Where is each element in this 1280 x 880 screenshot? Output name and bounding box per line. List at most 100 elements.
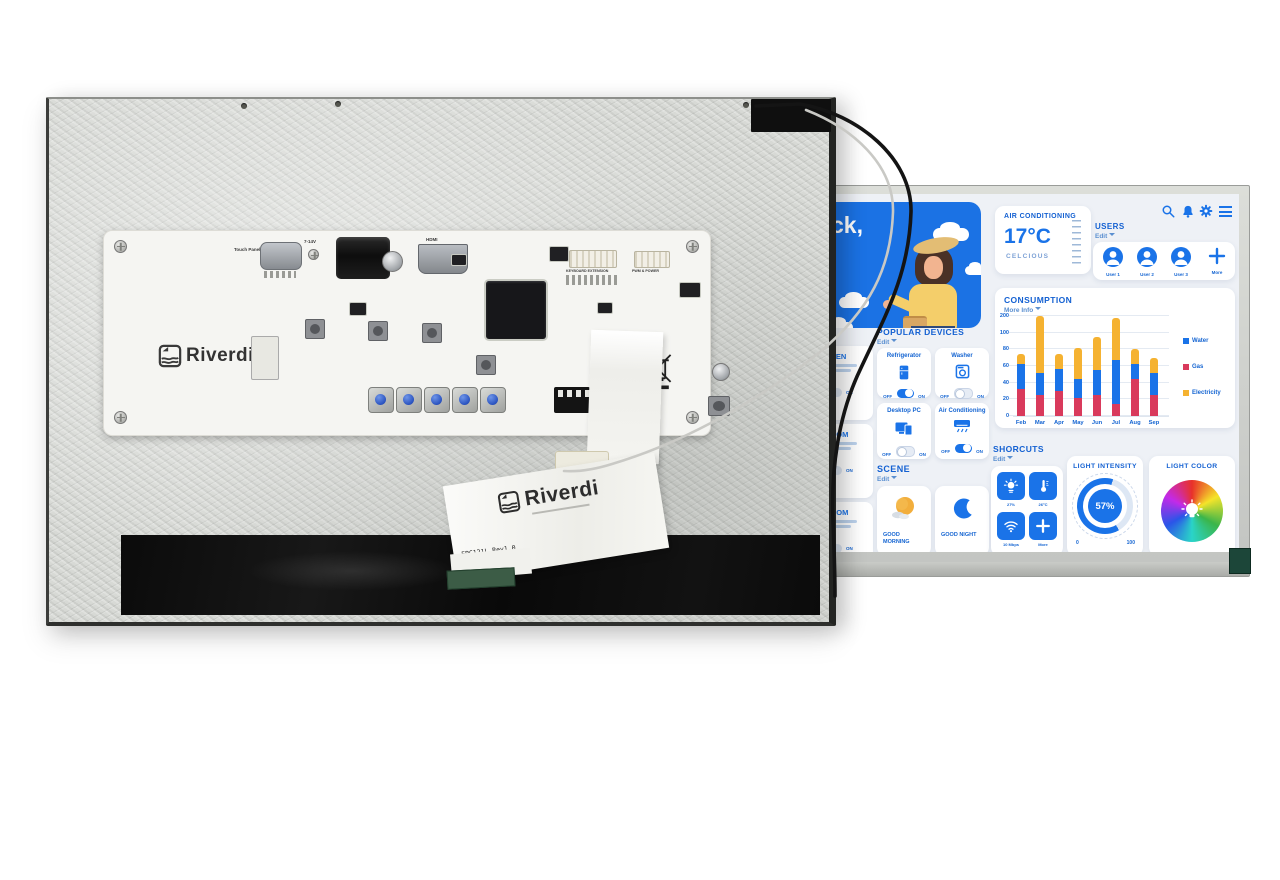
bar-Sep (1150, 316, 1158, 416)
antenna-tape (751, 99, 831, 132)
pwm-power-label: PWM & POWER (632, 269, 659, 273)
shortcuts-edit-button[interactable]: Edit (993, 455, 1013, 463)
push-button (480, 387, 506, 413)
search-icon[interactable] (1161, 204, 1176, 224)
light-color-card: LIGHT COLOR (1149, 456, 1235, 552)
bulb-icon (1003, 478, 1019, 493)
shortcut-value: 26°C (1038, 502, 1048, 507)
device-card-desktop-pc: Desktop PC OFF ON (877, 403, 931, 459)
on-label: ON (919, 451, 926, 457)
device-toggle[interactable] (895, 445, 915, 458)
user-avatar[interactable]: User 2 (1135, 247, 1159, 277)
device-card-washer: Washer OFF ON (935, 348, 989, 400)
riverdi-brand-text: Riverdi (186, 345, 254, 366)
temperature-slider[interactable] (1072, 220, 1081, 264)
device-toggle[interactable] (953, 387, 973, 400)
more-label: More (1211, 270, 1223, 275)
device-toggle[interactable] (896, 388, 914, 398)
off-label: OFF (882, 451, 892, 457)
notifications-bell-icon[interactable] (1181, 204, 1195, 224)
user-avatar[interactable]: User 1 (1101, 247, 1125, 277)
keyboard-extension-connector (569, 250, 617, 268)
gauge-min-label: 0 (1076, 540, 1079, 546)
inductor (476, 355, 496, 375)
flex-end-connector (446, 567, 516, 590)
scene-card-good-night[interactable]: GOOD NIGHT (935, 486, 989, 552)
touch-panel-connector (260, 242, 302, 270)
on-label: ON (977, 393, 984, 399)
shortcut-tile-wifi[interactable] (997, 512, 1025, 540)
shortcut-tile-plus[interactable] (1029, 512, 1057, 540)
dip-switch (554, 387, 590, 413)
user-label: User 3 (1174, 272, 1188, 277)
cloud-icon (965, 261, 981, 275)
dashboard-screen: ck, (827, 194, 1239, 552)
riverdi-flex-brand: Riverdi (523, 476, 601, 511)
legend-gas: Gas (1183, 364, 1221, 370)
light-color-title: LIGHT COLOR (1166, 463, 1218, 470)
bulb-icon (1181, 499, 1203, 518)
light-intensity-value: 57% (1088, 489, 1122, 523)
push-button (368, 387, 394, 413)
power-label: 7-14V (304, 239, 317, 244)
greeting-card: ck, (827, 202, 981, 328)
scene-edit-button[interactable]: Edit (877, 475, 897, 483)
scene-card-good-morning[interactable]: GOOD MORNING (877, 486, 931, 552)
light-intensity-title: LIGHT INTENSITY (1073, 463, 1137, 470)
light-intensity-card: LIGHT INTENSITY 57% 0 100 (1067, 456, 1143, 552)
sun-icon (889, 494, 919, 527)
device-name: Desktop PC (887, 408, 921, 414)
temperature-value: 17°C (1004, 225, 1051, 248)
consumption-more-info[interactable]: More Info (1004, 306, 1041, 314)
off-label: OFF (941, 448, 951, 454)
user-label: User 1 (1106, 272, 1120, 277)
main-ic-chip (486, 281, 546, 339)
air-conditioner-icon (935, 419, 989, 437)
light-intensity-gauge[interactable]: 57% (1072, 473, 1138, 539)
settings-gear-icon[interactable] (1199, 204, 1213, 223)
device-name: Refrigerator (886, 353, 922, 359)
shortcut-tile-thermometer[interactable] (1029, 472, 1057, 500)
device-card-refrigerator: Refrigerator OFF ON (877, 348, 931, 399)
off-label: OFF (940, 393, 950, 399)
moon-icon (948, 494, 978, 528)
user-label: User 2 (1140, 272, 1154, 277)
device-toggle[interactable] (954, 443, 972, 453)
riverdi-logo: Riverdi (158, 344, 254, 368)
consumption-plot (1009, 315, 1169, 417)
device-card-air-conditioning: Air Conditioning OFF ON (935, 403, 989, 459)
rear-display-module: Touch Panel 7-14V HDMI KEYBOARD EXTENSIO… (46, 97, 836, 626)
printed-flex-cable: Riverdi (442, 452, 670, 582)
shortcuts-title: SHORCUTS (993, 444, 1044, 454)
shortcut-value: More (1038, 542, 1048, 547)
scene-label: GOOD MORNING (883, 532, 910, 546)
users-card: User 1 User 2 User 3 More (1093, 242, 1235, 280)
light-color-wheel[interactable] (1161, 480, 1223, 542)
power-jack (336, 237, 390, 279)
users-edit-button[interactable]: Edit (1095, 232, 1115, 240)
device-name: Washer (951, 353, 973, 359)
push-button (396, 387, 422, 413)
legend-water: Water (1183, 338, 1221, 344)
menu-icon[interactable] (1219, 206, 1232, 217)
popular-devices-edit-button[interactable]: Edit (877, 338, 897, 346)
shortcut-tile-bulb[interactable] (997, 472, 1025, 500)
cloud-icon (839, 292, 869, 308)
shortcut-value: 27% (1006, 502, 1015, 507)
bar-Jun (1093, 316, 1101, 416)
inductor (305, 319, 325, 339)
scene-label: GOOD NIGHT (941, 532, 977, 538)
scene-title: SCENE (877, 464, 911, 474)
bar-Apr (1055, 316, 1063, 416)
bar-Aug (1131, 316, 1139, 416)
room-on-label: ON (846, 390, 853, 395)
on-label: ON (976, 448, 983, 454)
add-user-button[interactable]: More (1205, 247, 1229, 275)
user-avatar[interactable]: User 3 (1169, 247, 1193, 277)
touch-panel-label: Touch Panel (234, 247, 261, 252)
wifi-icon (1004, 521, 1018, 533)
pwm-power-connector (634, 251, 670, 268)
